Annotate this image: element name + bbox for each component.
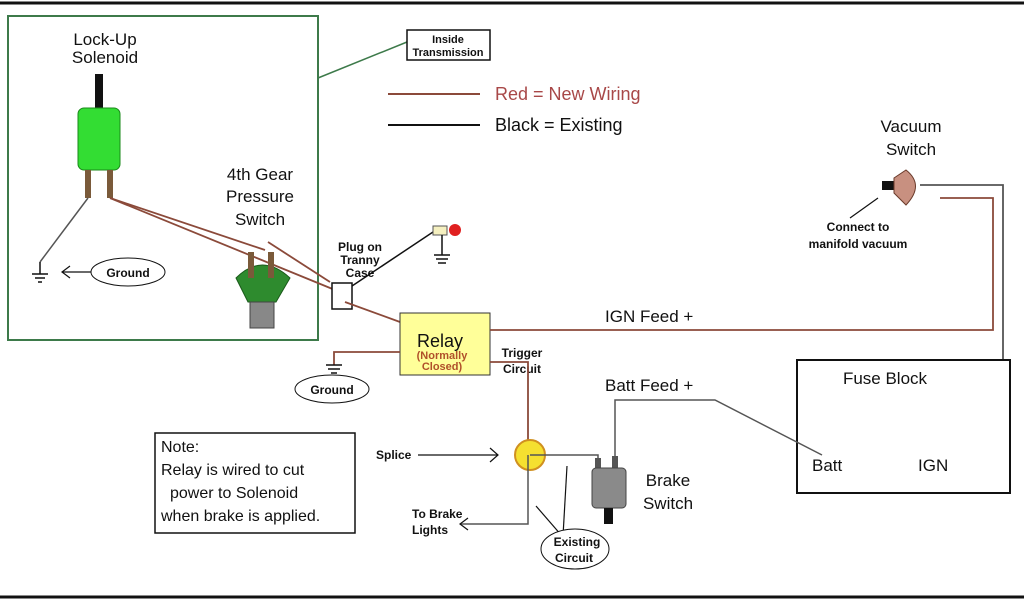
brake-switch-label: Brake <box>646 471 690 490</box>
brake-lights-label: Lights <box>412 523 448 537</box>
pressure-switch-label: Pressure <box>226 187 294 206</box>
note-line: Relay is wired to cut <box>161 462 305 479</box>
ground-callout <box>90 257 166 287</box>
solenoid-terminal <box>107 170 113 198</box>
note-line: power to Solenoid <box>170 485 298 502</box>
ground-label: Ground <box>310 383 353 397</box>
brake-switch <box>591 456 627 524</box>
transmission-boundary <box>7 15 319 341</box>
trigger-wire <box>490 361 529 445</box>
relay-ground-wire <box>333 351 400 365</box>
brake-switch-label: Switch <box>643 494 693 513</box>
plug-label: Plug on <box>338 240 382 254</box>
batt-feed-label: Batt Feed + <box>605 376 693 395</box>
connector-tip <box>449 224 461 236</box>
relay-type: Closed) <box>422 361 463 373</box>
existing-circuit-label: Existing <box>554 535 601 549</box>
pressure-switch-label: Switch <box>235 210 285 229</box>
ign-feed-label: IGN Feed + <box>605 307 693 326</box>
trigger-label: Circuit <box>503 362 541 376</box>
arrow-head <box>459 517 469 531</box>
switch-plug-wire <box>267 241 331 283</box>
ground-symbol <box>326 364 342 374</box>
pressure-switch-label: 4th Gear <box>227 165 293 184</box>
brake-lights-label: To Brake <box>412 507 463 521</box>
ground-label: Ground <box>106 266 149 280</box>
vacuum-switch-label: Switch <box>886 140 936 159</box>
manifold-label: manifold vacuum <box>809 237 908 251</box>
legend-black-text: Black = Existing <box>495 115 623 135</box>
brake-lights-wire <box>460 455 529 525</box>
batt-terminal-label: Batt <box>812 456 843 475</box>
vacuum-switch <box>882 169 916 206</box>
existing-circuit-callout <box>540 528 610 570</box>
relay-type: (Normally <box>417 350 469 362</box>
relay <box>399 312 491 376</box>
trigger-label: Trigger <box>502 346 543 360</box>
arrow <box>535 505 563 537</box>
solenoid-label: Solenoid <box>72 48 138 67</box>
note-line: Note: <box>161 439 199 456</box>
solenoid-plug-wire <box>109 197 336 291</box>
solenoid-switch-wire <box>109 197 266 251</box>
plug-ground-wire <box>351 231 434 287</box>
arrow-head <box>61 265 71 279</box>
transmission-callout-line <box>317 41 408 79</box>
manifold-label: Connect to <box>827 220 890 234</box>
existing-circuit-label: Circuit <box>555 551 593 565</box>
splice-label: Splice <box>376 448 412 462</box>
inside-transmission-label: Transmission <box>413 47 484 59</box>
lockup-solenoid <box>77 107 121 171</box>
batt-feed-wire <box>614 399 823 466</box>
solenoid-label: Lock-Up <box>73 30 136 49</box>
solenoid-terminal <box>85 170 91 198</box>
relay-label: Relay <box>417 331 463 351</box>
inside-transmission-box <box>406 29 491 61</box>
ground-symbol <box>32 262 48 283</box>
fuse-block-label: Fuse Block <box>843 369 928 388</box>
ground-callout <box>294 374 370 404</box>
note-box <box>154 432 356 534</box>
inside-transmission-label: Inside <box>432 34 464 46</box>
plug-label: Tranny <box>340 253 380 267</box>
vacuum-switch-label: Vacuum <box>880 117 941 136</box>
tranny-plug <box>331 282 353 310</box>
solenoid-rod <box>95 74 103 110</box>
note-line: when brake is applied. <box>160 508 320 525</box>
arrow <box>849 197 879 219</box>
ign-terminal-label: IGN <box>918 456 948 475</box>
pressure-switch <box>235 252 291 329</box>
connector <box>432 225 448 236</box>
plug-relay-wire <box>344 301 401 323</box>
arrow <box>562 465 568 537</box>
arrow-head <box>489 447 499 463</box>
ign-feed-wire <box>490 197 994 331</box>
legend-red-text: Red = New Wiring <box>495 84 641 104</box>
ground-symbol <box>434 235 450 264</box>
solenoid-ground-wire <box>39 197 89 263</box>
fuse-block <box>796 359 1011 494</box>
